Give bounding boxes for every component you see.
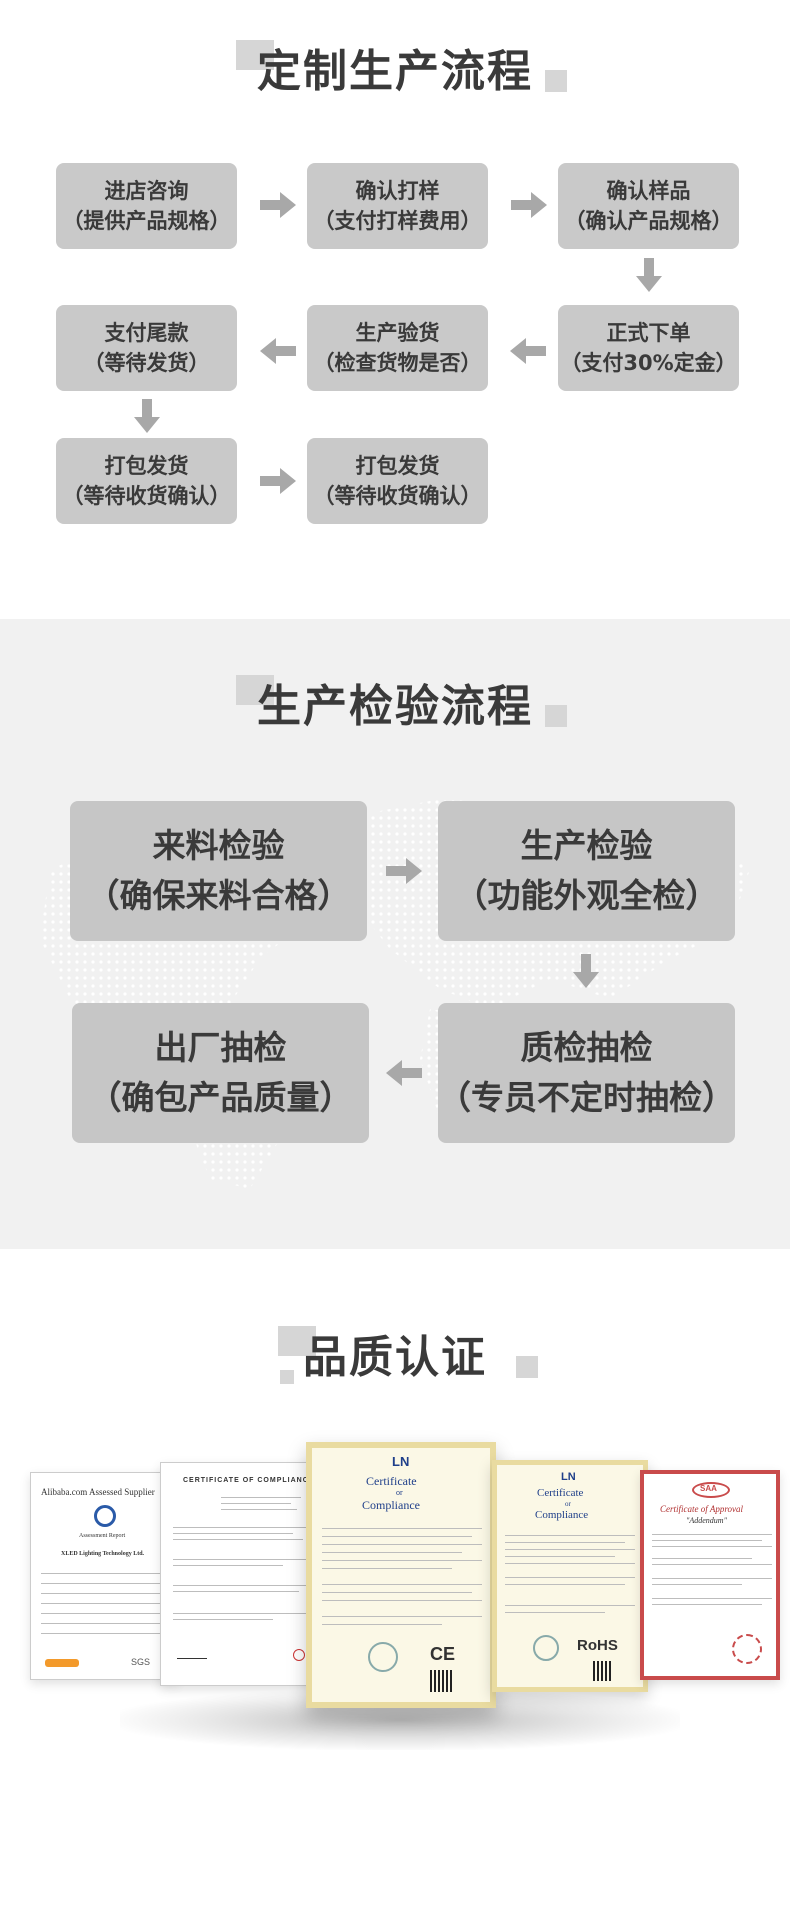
- arrow-right-icon: [511, 192, 547, 218]
- alibaba-assessment-report: Alibaba.com Assessed Supplier Assessment…: [30, 1472, 180, 1680]
- cert-title-line3: Compliance: [535, 1509, 589, 1521]
- rohs-mark: RoHS: [577, 1637, 618, 1654]
- step-note: （提供产品规格）: [62, 209, 231, 233]
- step-note: （专员不定时抽检）: [438, 1078, 735, 1117]
- flow-step-8: 打包发货 （等待收货确认）: [307, 438, 488, 524]
- arrow-left-icon: [386, 1060, 422, 1086]
- step-title: 生产验货: [355, 321, 440, 345]
- arrow-down-icon: [134, 399, 160, 433]
- flow-step-2: 确认打样 （支付打样费用）: [307, 163, 488, 249]
- section2-header: 生产检验流程: [0, 675, 790, 739]
- cert-heading: CERTIFICATE OF COMPLIANCE: [183, 1477, 315, 1484]
- ce-mark: CE: [430, 1644, 456, 1664]
- step-note: （检查货物是否）: [313, 351, 482, 375]
- arrow-right-icon: [260, 468, 296, 494]
- arrow-left-icon: [260, 338, 296, 364]
- seal-icon: [533, 1635, 559, 1661]
- cert-title-line3: Compliance: [362, 1498, 420, 1512]
- arrow-down-icon: [573, 954, 599, 988]
- title-decoration: [236, 40, 274, 70]
- flow-step-6: 正式下单 （支付30%定金）: [558, 305, 739, 391]
- signature-icon: [177, 1651, 207, 1659]
- step-note: （确包产品质量）: [88, 1078, 353, 1117]
- cert-heading: Alibaba.com Assessed Supplier: [41, 1487, 155, 1497]
- arrow-right-icon: [260, 192, 296, 218]
- sgs-logo: SGS: [131, 1657, 151, 1667]
- saa-logo: SAA: [700, 1484, 717, 1493]
- arrow-left-icon: [510, 338, 546, 364]
- step-note: （功能外观全检）: [454, 876, 719, 915]
- ln-logo: LN: [561, 1471, 576, 1483]
- cert-title-line2: "Addendum": [686, 1516, 727, 1525]
- ln-certificate-rohs: LN Certificate or Compliance RoHS: [492, 1460, 648, 1692]
- cert-title-line1: Certificate: [366, 1474, 417, 1488]
- title-decoration: [516, 1356, 538, 1378]
- ce-certificate-of-compliance: CERTIFICATE OF COMPLIANCE: [160, 1462, 320, 1686]
- ln-logo: LN: [392, 1454, 410, 1469]
- step-note: （支付30%定金）: [560, 351, 737, 375]
- step-note: （等待发货）: [83, 351, 210, 375]
- step-title: 出厂抽检: [154, 1028, 287, 1067]
- cert-title-line1: Certificate of Approval: [660, 1504, 743, 1514]
- step-title: 生产检验: [520, 826, 653, 865]
- qr-code-icon: [593, 1661, 613, 1681]
- section1-title: 定制生产流程: [257, 46, 533, 97]
- flow-step-4: 支付尾款 （等待发货）: [56, 305, 237, 391]
- inspection-section: 生产检验流程 来料检验 （确保来料合格） 生产检验 （功能外观全检） 出厂抽检 …: [0, 619, 790, 1249]
- seal-icon: [368, 1642, 398, 1672]
- ln-certificate-ce: LN Certificate or Compliance CE: [306, 1442, 496, 1708]
- flow-step-1: 进店咨询 （提供产品规格）: [56, 163, 237, 249]
- step-note: （支付打样费用）: [313, 209, 482, 233]
- step-title: 打包发货: [104, 454, 189, 478]
- qr-code-icon: [430, 1670, 452, 1692]
- flow-step-5: 生产验货 （检查货物是否）: [307, 305, 488, 391]
- cert-title-line2: or: [396, 1488, 403, 1497]
- arrow-right-icon: [386, 858, 422, 884]
- step-title: 打包发货: [355, 454, 440, 478]
- step-title: 来料检验: [152, 826, 285, 865]
- inspection-step-2: 生产检验 （功能外观全检）: [438, 801, 735, 941]
- title-decoration: [545, 70, 567, 92]
- step-note: （等待收货确认）: [62, 484, 231, 508]
- step-note: （确保来料合格）: [86, 876, 351, 915]
- step-title: 质检抽检: [520, 1028, 653, 1067]
- section3-header: 品质认证: [0, 1326, 790, 1390]
- flow-step-3: 确认样品 （确认产品规格）: [558, 163, 739, 249]
- cert-title-line1: Certificate: [537, 1487, 584, 1499]
- saa-logo-icon: [692, 1482, 730, 1498]
- saa-certificate-of-approval: SAA Certificate of Approval "Addendum": [640, 1470, 780, 1680]
- inspection-step-4: 质检抽检 （专员不定时抽检）: [438, 1003, 735, 1143]
- step-title: 正式下单: [606, 321, 691, 345]
- title-decoration: [545, 705, 567, 727]
- cert-title-line2: or: [565, 1500, 571, 1508]
- stamp-icon: [293, 1649, 305, 1661]
- inspection-step-3: 出厂抽检 （确包产品质量）: [72, 1003, 369, 1143]
- section2-title: 生产检验流程: [257, 681, 533, 732]
- section3-title: 品质认证: [303, 1332, 487, 1383]
- title-decoration: [280, 1370, 294, 1384]
- step-title: 进店咨询: [104, 179, 189, 203]
- flow-step-7: 打包发货 （等待收货确认）: [56, 438, 237, 524]
- step-note: （确认产品规格）: [564, 209, 733, 233]
- title-decoration: [278, 1326, 316, 1356]
- step-note: （等待收货确认）: [313, 484, 482, 508]
- cert-subtitle: Assessment Report: [79, 1533, 126, 1539]
- section1-header: 定制生产流程: [0, 40, 790, 104]
- title-decoration: [236, 675, 274, 705]
- alibaba-logo-icon: [45, 1659, 79, 1667]
- red-seal-icon: [732, 1634, 762, 1664]
- step-title: 确认打样: [355, 179, 440, 203]
- arrow-down-icon: [636, 258, 662, 292]
- cert-company: XLED Lighting Technology Ltd.: [61, 1551, 145, 1557]
- step-title: 确认样品: [606, 179, 691, 203]
- seal-icon: [94, 1505, 116, 1527]
- step-title: 支付尾款: [104, 321, 189, 345]
- inspection-step-1: 来料检验 （确保来料合格）: [70, 801, 367, 941]
